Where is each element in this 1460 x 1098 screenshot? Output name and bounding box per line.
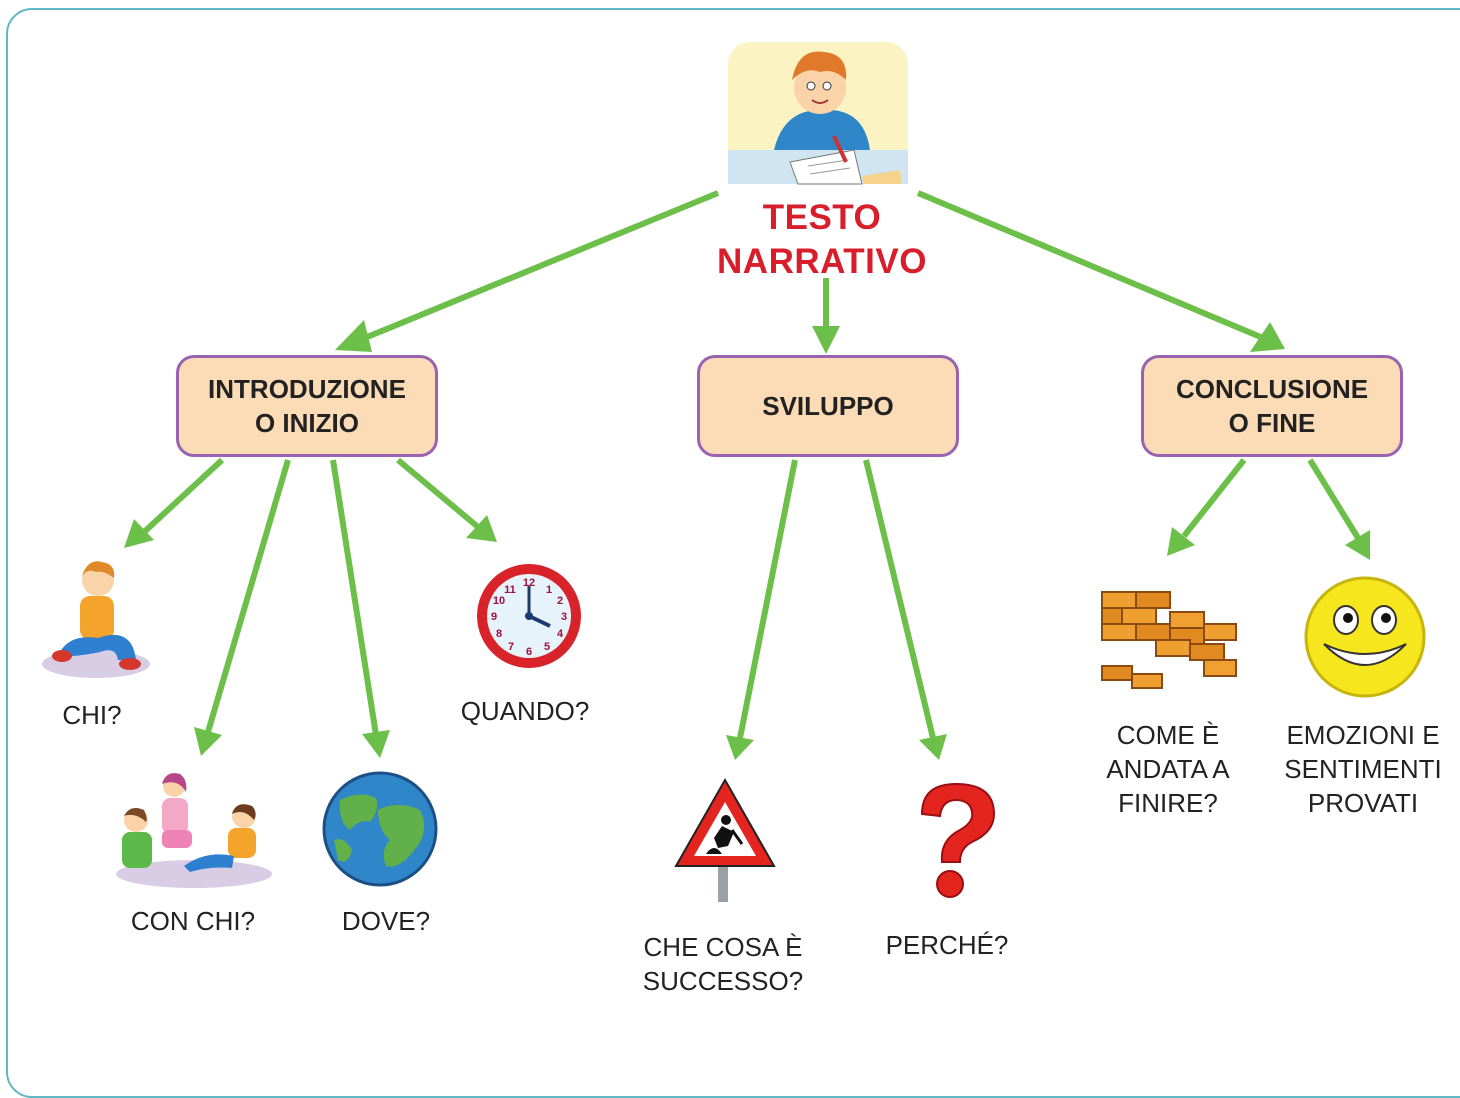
svg-text:4: 4 <box>557 628 564 640</box>
svg-text:8: 8 <box>496 628 502 640</box>
sitting-child-icon <box>42 561 150 678</box>
title-line-1: TESTO <box>762 198 882 237</box>
svg-text:2: 2 <box>557 595 563 607</box>
title-line-2: NARRATIVO <box>717 242 927 281</box>
arrow-sviluppo-to-che-cosa <box>737 459 798 739</box>
label-come: COME È ANDATA A FINIRE? <box>1106 720 1230 818</box>
arrow-conclusione-to-emozioni <box>1307 458 1361 540</box>
label-perche: PERCHÉ? <box>885 930 1009 960</box>
box-introduzione: INTRODUZIONE O INIZIO <box>176 355 438 457</box>
svg-text:11: 11 <box>504 584 516 596</box>
label-dove: DOVE? <box>341 906 431 936</box>
label-con-chi: CON CHI? <box>130 906 256 936</box>
svg-text:9: 9 <box>491 611 497 623</box>
svg-text:3: 3 <box>561 611 567 623</box>
label-chi: CHI? <box>62 700 122 730</box>
svg-text:7: 7 <box>508 641 514 653</box>
svg-text:5: 5 <box>544 641 550 653</box>
svg-text:1: 1 <box>546 584 552 596</box>
brick-wall-icon <box>1101 591 1237 689</box>
writing-boy-icon <box>728 42 908 185</box>
svg-text:10: 10 <box>493 595 505 607</box>
arrow-introduzione-to-dove <box>330 459 379 736</box>
arrow-sviluppo-to-perche <box>863 459 936 739</box>
box-conclusione: CONCLUSIONE O FINE <box>1141 355 1403 457</box>
label-quando: QUANDO? <box>460 696 590 726</box>
svg-text:12: 12 <box>523 577 535 589</box>
arrow-title-to-introduzione <box>353 190 720 345</box>
box-sviluppo: SVILUPPO <box>697 355 959 457</box>
svg-text:6: 6 <box>526 646 532 658</box>
smiley-face-icon <box>1304 576 1426 698</box>
globe-icon <box>322 771 438 887</box>
arrow-introduzione-to-quando <box>396 457 480 530</box>
arrow-introduzione-to-chi <box>140 457 225 536</box>
connector-arrows <box>124 190 1370 760</box>
label-emozioni: EMOZIONI E SENTIMENTI PROVATI <box>1284 720 1442 818</box>
label-che-cosa: CHE COSA È SUCCESSO? <box>642 932 804 996</box>
diagram-title: TESTO NARRATIVO <box>692 196 952 284</box>
road-work-sign-icon <box>674 777 776 902</box>
arrow-title-to-conclusione <box>916 190 1265 341</box>
arrow-introduzione-to-con-chi <box>205 459 291 733</box>
arrow-conclusione-to-come <box>1181 458 1247 538</box>
question-mark-icon <box>920 782 996 898</box>
children-group-icon <box>116 773 272 888</box>
